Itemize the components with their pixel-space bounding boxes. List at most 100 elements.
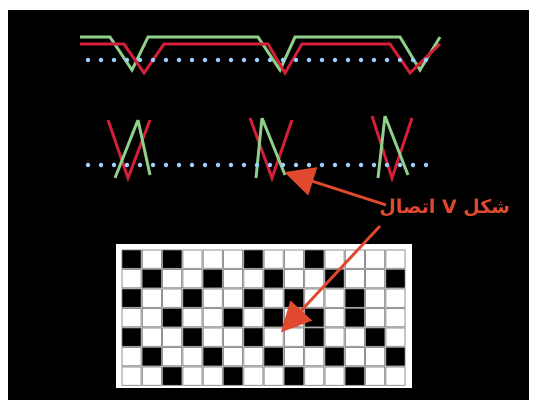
grid-cell-empty [243,347,264,367]
grid-cell-empty [385,366,406,386]
pick-dot [293,57,299,63]
grid-cell-empty [162,269,183,289]
grid-cell-filled [202,269,223,289]
grid-cell-empty [162,288,183,308]
pick-dot [371,162,377,168]
grid-cell-empty [162,347,183,367]
grid-cell-empty [304,269,325,289]
pick-dot [410,162,416,168]
pick-dot [371,57,377,63]
grid-cell-empty [283,249,304,269]
grid-cell-empty [344,269,365,289]
grid-cell-filled [223,308,244,328]
pick-dot [124,162,130,168]
grid-cell-empty [365,249,386,269]
grid-cell-empty [365,366,386,386]
grid-cell-empty [202,366,223,386]
grid-cell-filled [121,327,142,347]
pick-dot [410,57,416,63]
pick-dot [85,57,91,63]
grid-cell-filled [243,327,264,347]
grid-cell-empty [202,327,223,347]
pick-dot [254,57,260,63]
grid-cell-empty [223,249,244,269]
pick-dot [137,57,143,63]
pick-dot [358,162,364,168]
grid-cell-empty [141,308,162,328]
grid-cell-empty [141,366,162,386]
grid-cell-filled [304,249,325,269]
grid-cell-filled [162,366,183,386]
grid-cell-filled [344,366,365,386]
pick-dot [293,162,299,168]
pick-dot [228,57,234,63]
grid-cell-filled [365,327,386,347]
grid-cell-empty [324,327,345,347]
pick-dot [267,162,273,168]
grid-cell-filled [162,249,183,269]
grid-cell-empty [182,269,203,289]
grid-cell-filled [324,269,345,289]
pick-dot [254,162,260,168]
grid-cell-filled [385,269,406,289]
grid-cell-empty [324,308,345,328]
grid-cell-empty [324,249,345,269]
pick-dot [111,57,117,63]
grid-cell-empty [365,269,386,289]
pick-dot [241,162,247,168]
grid-cell-filled [243,288,264,308]
grid-cell-filled [223,366,244,386]
grid-cell-filled [141,347,162,367]
grid-cell-empty [344,327,365,347]
grid-cell-empty [182,347,203,367]
pick-dot [215,162,221,168]
grid-cell-empty [263,288,284,308]
grid-cell-filled [121,249,142,269]
grid-cell-filled [304,327,325,347]
pick-dot [215,57,221,63]
pick-dot [280,57,286,63]
v-link-3 [370,115,414,183]
grid-cell-empty [344,249,365,269]
pick-dot [98,57,104,63]
grid-cell-empty [263,366,284,386]
pick-dot [163,57,169,63]
pick-dot [280,162,286,168]
grid-cell-empty [141,288,162,308]
grid-cell-empty [324,366,345,386]
grid-cell-filled [344,308,365,328]
pick-dot [384,162,390,168]
pick-dot [137,162,143,168]
pick-dot [202,162,208,168]
pick-dot [150,162,156,168]
pick-dots-top [85,57,429,63]
grid-cell-empty [243,366,264,386]
pick-dot [241,57,247,63]
grid-cell-empty [385,327,406,347]
grid-cell-filled [263,269,284,289]
grid-cell-empty [182,366,203,386]
grid-cell-empty [223,269,244,289]
pick-dot [358,57,364,63]
grid-cell-filled [182,327,203,347]
grid-cell-filled [121,288,142,308]
grid-cell-empty [121,366,142,386]
grid-cell-filled [263,347,284,367]
grid-cell-empty [243,269,264,289]
grid-cell-empty [365,288,386,308]
grid-cell-filled [344,288,365,308]
grid-cell-empty [121,269,142,289]
grid-cell-filled [304,308,325,328]
thread-profile-top [80,35,442,76]
grid-cell-empty [141,249,162,269]
grid-cell-filled [263,308,284,328]
grid-cell-empty [121,308,142,328]
grid-cell-empty [162,327,183,347]
pick-dot [124,57,130,63]
grid-cell-empty [141,327,162,347]
pick-dot [319,162,325,168]
pick-dot [345,57,351,63]
pick-dot [163,162,169,168]
arrow-to-grid [280,224,382,333]
